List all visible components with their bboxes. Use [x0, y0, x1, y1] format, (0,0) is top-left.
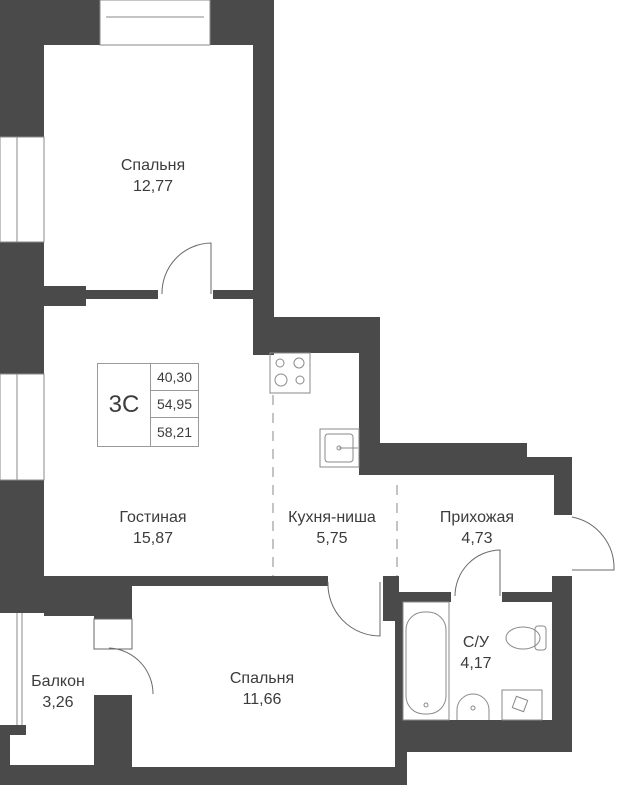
room-area: 3,26	[42, 694, 74, 711]
room-name: Спальня	[229, 670, 295, 687]
stove-icon	[269, 352, 311, 394]
room-area: 15,87	[132, 530, 174, 547]
room-name: Прихожая	[439, 509, 515, 526]
room-label-kitchen-niche: Кухня-ниша 5,75	[288, 507, 376, 549]
room-area: 11,66	[242, 691, 282, 708]
walls	[0, 0, 572, 785]
room-area: 12,77	[132, 178, 174, 195]
room-name: Балкон	[31, 673, 85, 690]
total-area: 54,95	[151, 391, 198, 418]
sink-icon	[319, 428, 360, 468]
room-name: Спальня	[120, 157, 186, 174]
windows	[0, 0, 211, 725]
washbasin-icon	[456, 693, 490, 720]
room-area: 5,75	[316, 530, 348, 547]
apartment-badge: 3С 40,30 54,95 58,21	[97, 363, 199, 447]
room-label-bedroom-2: Спальня 11,66	[230, 668, 294, 710]
room-label-bathroom: С/У 4,17	[460, 632, 491, 674]
doors	[93, 242, 615, 695]
room-label-balcony: Балкон 3,26	[31, 671, 85, 713]
room-label-hallway: Прихожая 4,73	[440, 507, 514, 549]
living-area: 40,30	[151, 364, 198, 391]
bathtub-icon	[402, 601, 450, 721]
area-summary: 40,30 54,95 58,21	[151, 364, 198, 446]
room-name: С/У	[462, 634, 490, 651]
apartment-code: 3С	[98, 364, 151, 446]
room-area: 4,73	[461, 530, 493, 547]
room-name: Гостиная	[119, 509, 187, 526]
washing-machine-icon	[501, 689, 543, 721]
total-area-with-balcony: 58,21	[156, 423, 193, 440]
room-label-bedroom-1: Спальня 12,77	[121, 155, 185, 197]
room-label-living-room: Гостиная 15,87	[119, 507, 186, 549]
room-area: 4,17	[460, 655, 492, 672]
partitions	[272, 395, 398, 576]
toilet-icon	[505, 625, 547, 651]
room-name: Кухня-ниша	[288, 509, 376, 526]
